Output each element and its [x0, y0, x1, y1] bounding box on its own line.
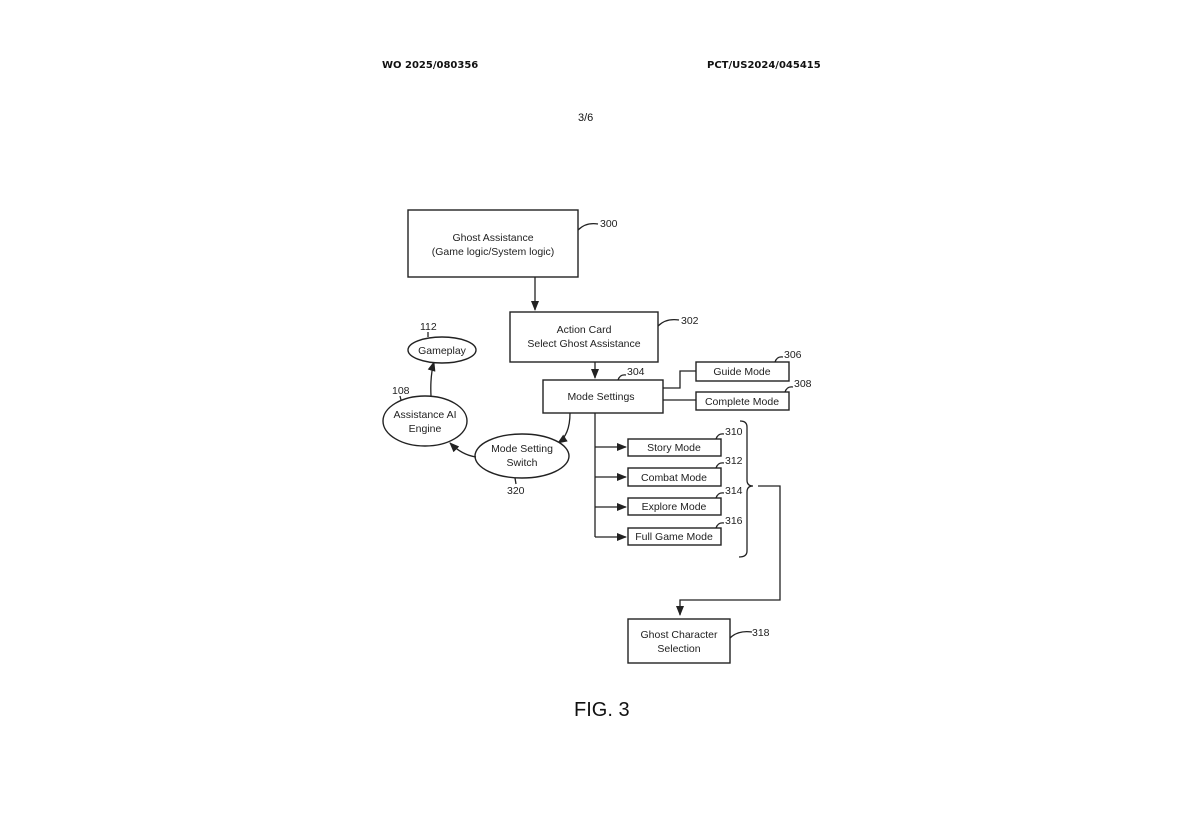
node-full-game-mode: Full Game Mode 316	[627, 515, 743, 546]
application-number: PCT/US2024/045415	[707, 60, 821, 71]
node-mode-settings-label: Mode Settings	[567, 391, 634, 403]
arrow-304-320	[557, 412, 571, 444]
ref-308: 308	[794, 378, 812, 390]
node-mode-switch-line1: Mode Setting	[491, 443, 553, 455]
arrow-modes-318	[676, 485, 781, 616]
leader-314	[715, 492, 725, 499]
node-combat-mode-label: Combat Mode	[641, 472, 707, 484]
ref-318: 318	[752, 627, 770, 639]
node-story-mode-label: Story Mode	[647, 442, 701, 454]
ref-108: 108	[392, 385, 410, 397]
ref-302: 302	[681, 315, 699, 327]
leader-108	[399, 395, 402, 401]
leader-302	[657, 318, 680, 327]
leader-320	[514, 477, 517, 485]
leader-306	[774, 356, 784, 363]
node-explore-mode: Explore Mode 314	[627, 485, 743, 516]
ref-304: 304	[627, 366, 645, 378]
node-complete-mode: Complete Mode 308	[695, 378, 812, 411]
node-ghost-assistance-line1: Ghost Assistance	[452, 232, 533, 244]
node-explore-mode-label: Explore Mode	[642, 501, 707, 513]
node-mode-switch-line2: Switch	[507, 457, 538, 469]
leader-312	[715, 462, 725, 469]
ref-112: 112	[420, 321, 437, 333]
node-guide-mode: Guide Mode 306	[695, 349, 802, 382]
node-ghost-character: Ghost Character Selection 318	[627, 618, 770, 664]
leader-318	[729, 630, 753, 639]
node-gameplay-label: Gameplay	[418, 345, 467, 357]
node-mode-settings: Mode Settings 304	[542, 366, 664, 414]
node-action-card-line2: Select Ghost Assistance	[527, 338, 640, 350]
leader-300	[577, 222, 599, 231]
figure-label: FIG. 3	[574, 699, 630, 721]
node-action-card: Action Card Select Ghost Assistance 302	[509, 311, 699, 363]
leader-310	[715, 433, 725, 440]
node-ai-engine-line2: Engine	[409, 423, 442, 435]
node-ghost-character-line2: Selection	[657, 643, 700, 655]
grouping-brace	[738, 420, 754, 558]
arrow-108-112	[427, 361, 436, 397]
node-story-mode: Story Mode 310	[627, 426, 743, 457]
node-full-game-mode-label: Full Game Mode	[635, 531, 713, 543]
ref-300: 300	[600, 218, 618, 230]
ref-314: 314	[725, 485, 743, 497]
node-gameplay: Gameplay 112	[407, 321, 477, 364]
ref-310: 310	[725, 426, 743, 438]
node-ghost-assistance: Ghost Assistance (Game logic/System logi…	[407, 209, 618, 278]
arrow-320-108	[449, 442, 477, 458]
node-combat-mode: Combat Mode 312	[627, 455, 743, 487]
node-action-card-line1: Action Card	[557, 324, 612, 336]
publication-number: WO 2025/080356	[382, 60, 479, 71]
sheet-number: 3/6	[578, 112, 594, 124]
leader-304	[617, 374, 627, 381]
connector-304-306	[663, 370, 696, 389]
ref-320: 320	[507, 485, 525, 497]
ref-306: 306	[784, 349, 802, 361]
leader-308	[784, 386, 794, 393]
ref-312: 312	[725, 455, 743, 467]
node-ghost-character-line1: Ghost Character	[640, 629, 718, 641]
ref-316: 316	[725, 515, 743, 527]
node-complete-mode-label: Complete Mode	[705, 396, 779, 408]
node-ai-engine: Assistance AI Engine 108	[382, 385, 468, 447]
node-guide-mode-label: Guide Mode	[713, 366, 770, 378]
node-ai-engine-line1: Assistance AI	[393, 409, 456, 421]
leader-316	[715, 522, 725, 529]
node-ghost-assistance-line2: (Game logic/System logic)	[432, 246, 555, 258]
node-mode-switch: Mode Setting Switch 320	[474, 433, 570, 497]
